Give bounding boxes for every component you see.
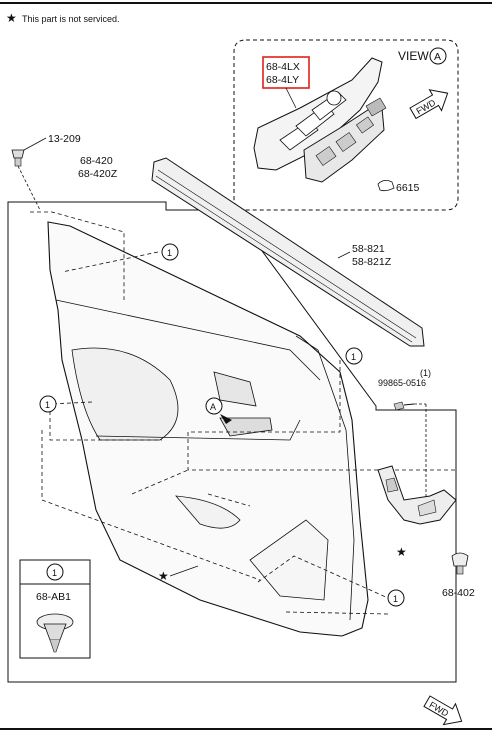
part-qty-link[interactable]: (1): [420, 368, 431, 378]
star-icon-panel: ★: [158, 569, 169, 583]
weatherstrip-drawing: [151, 157, 425, 347]
part-58-821-label: 58-821: [352, 243, 385, 255]
star-leader-panel: [169, 565, 199, 577]
clip-callout-1-text: 1: [167, 248, 172, 258]
note-text: This part is not serviced.: [22, 14, 120, 24]
part-qty-label: (1): [420, 368, 431, 378]
view-box: [233, 39, 459, 211]
view-marker-circle: [429, 47, 447, 65]
view-a-callout: A: [205, 397, 232, 424]
view-a-callout-text: A: [210, 402, 216, 412]
push-clip-icon: [36, 613, 74, 653]
note-star-icon: ★: [6, 11, 17, 25]
part-6615-link[interactable]: 6615: [396, 182, 420, 194]
part-58-821z-label: 58-821Z: [352, 256, 392, 268]
leader-weatherstrip: [337, 251, 351, 259]
clip-callout-4: 1: [387, 589, 405, 607]
part-68-4ly-label: 68-4LY: [266, 74, 299, 86]
clip-callout-4-text: 1: [393, 594, 398, 604]
part-13-209-label: 13-209: [48, 133, 81, 145]
legend-callout-text: 1: [52, 568, 57, 578]
bolt-drawing: [393, 401, 427, 500]
fwd-arrow-view-icon: FWD: [409, 89, 449, 120]
legend-box: 1 68-AB1: [19, 559, 91, 659]
part-58-821-link[interactable]: 58-821: [352, 243, 385, 255]
view-label: VIEW: [398, 49, 429, 63]
part-13-209-link[interactable]: 13-209: [48, 133, 81, 145]
part-68-ab1-link[interactable]: 68-AB1: [36, 591, 71, 603]
part-68-420z-label: 68-420Z: [78, 168, 118, 180]
part-68-420-link[interactable]: 68-420: [80, 155, 113, 167]
clip-callout-3-text: 1: [45, 400, 50, 410]
door-trim-panel-drawing: [47, 221, 369, 637]
clip-leaders: [30, 211, 456, 615]
part-68-420-label: 68-420: [80, 155, 113, 167]
part-68-4lx-label: 68-4LX: [266, 61, 300, 73]
star-icon-bracket: ★: [396, 545, 407, 559]
clip-68-402-drawing: [451, 552, 469, 575]
window-switch-bezel-drawing: [253, 57, 383, 171]
view-a-detail: VIEW A 68-4LX 68-4LY: [233, 39, 459, 211]
part-68-420z-link[interactable]: 68-420Z: [78, 168, 118, 180]
part-68-4lx-link[interactable]: 68-4LX: [266, 61, 300, 73]
bracket-drawing: [377, 465, 457, 525]
legend-callout-circle: [46, 563, 64, 581]
part-99865-0516-link[interactable]: 99865-0516: [378, 378, 426, 388]
part-68-402-label: 68-402: [442, 587, 475, 599]
clip-callout-1: 1: [161, 243, 179, 261]
part-68-402-link[interactable]: 68-402: [442, 587, 475, 599]
part-99865-0516-label: 99865-0516: [378, 378, 426, 388]
assembly-outline: [7, 201, 457, 683]
leader-switch: [285, 87, 297, 109]
part-6615-label: 6615: [396, 182, 420, 194]
clip-callout-2: 1: [345, 347, 363, 365]
clip-callout-2-text: 1: [351, 352, 356, 362]
part-68-4ly-link[interactable]: 68-4LY: [266, 74, 299, 86]
fwd-arrow-icon: FWD: [423, 695, 463, 726]
clip-callout-3: 1: [39, 395, 57, 413]
screw-13-209: [11, 137, 47, 211]
view-marker-letter: A: [434, 51, 441, 63]
window-switch-block-drawing: [303, 97, 387, 183]
part-58-821z-link[interactable]: 58-821Z: [352, 256, 392, 268]
part-68-ab1-label: 68-AB1: [36, 591, 71, 603]
clip-callouts: 1 1 1 1 A: [39, 243, 405, 607]
connector-icon: [377, 180, 395, 192]
